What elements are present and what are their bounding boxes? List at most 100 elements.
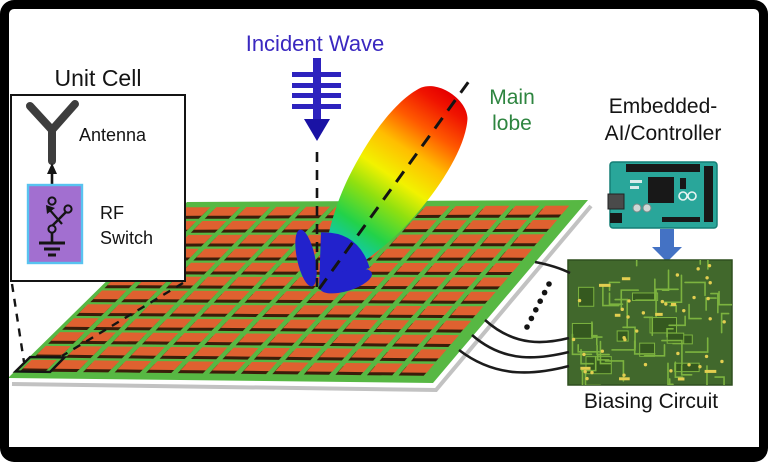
pcb-trace: [577, 343, 600, 353]
patch: [199, 276, 233, 286]
patch: [396, 263, 429, 272]
patch: [369, 363, 403, 373]
patch: [358, 305, 391, 315]
arrow-head: [652, 247, 682, 262]
pcb-trace: [706, 365, 708, 385]
pcb-pad: [583, 369, 587, 374]
patch: [470, 248, 503, 258]
arduino-logo-ring-2: [687, 191, 697, 201]
bias-wires: [458, 260, 571, 374]
arduino-header-right: [704, 166, 713, 222]
patch: [51, 332, 85, 341]
ellipsis-dot: [533, 307, 539, 313]
arduino-chip: [648, 177, 674, 203]
rf-switch-label-line2: Switch: [100, 228, 153, 248]
pcb-pad: [582, 352, 586, 357]
pcb-pad: [706, 296, 710, 301]
pcb-pad: [720, 359, 724, 364]
main-lobe-label-line2: lobe: [492, 112, 532, 135]
patch: [110, 304, 144, 314]
pcb-trace: [611, 340, 636, 351]
pcb-pad: [622, 335, 626, 340]
pcb-trace: [608, 281, 621, 292]
patch: [422, 234, 455, 244]
patch: [65, 318, 99, 327]
patch: [223, 220, 257, 230]
ellipsis-dot: [546, 281, 552, 287]
patch: [306, 362, 340, 372]
side-lobe-right: [320, 268, 372, 294]
bias-wire-4: [458, 348, 570, 374]
pcb-trace: [688, 303, 702, 320]
pcb-trace: [581, 368, 584, 385]
patch: [378, 248, 412, 258]
patch: [537, 205, 570, 215]
patch: [144, 332, 179, 342]
pcb-pad: [626, 315, 630, 319]
patch: [382, 349, 416, 359]
patch: [260, 277, 294, 286]
controller-section: Embedded- AI/Controller: [605, 95, 721, 262]
antenna-arm-right: [48, 100, 79, 134]
patch: [238, 333, 272, 343]
patch: [213, 262, 246, 272]
antenna-arm-left: [26, 102, 56, 134]
patch: [438, 320, 472, 330]
patch: [475, 277, 508, 287]
biasing-circuit-label: Biasing Circuit: [584, 390, 718, 413]
pcb-trace: [584, 372, 602, 385]
patch: [127, 318, 161, 328]
patch: [193, 221, 227, 230]
arduino-usb-port: [607, 193, 625, 210]
patch: [182, 262, 216, 272]
patch: [270, 234, 304, 244]
patch: [257, 248, 290, 258]
pcb-trace: [643, 344, 666, 357]
main-lobe-label-line1: Main: [489, 86, 535, 109]
patch: [309, 291, 342, 301]
pcb-trace: [602, 284, 620, 307]
patch: [404, 220, 437, 230]
patch: [216, 290, 250, 300]
ellipsis-dot: [537, 298, 543, 305]
patch: [194, 347, 228, 357]
pcb-pad: [577, 298, 582, 303]
arduino-silkscreen-1: [630, 180, 642, 183]
patch: [54, 360, 89, 369]
pcb-pin-row: [621, 277, 631, 281]
patch: [363, 334, 397, 344]
pcb-pin-row: [677, 377, 685, 381]
ellipsis-dot: [528, 315, 535, 322]
pcb-pad: [664, 302, 668, 306]
patch: [401, 363, 435, 373]
patch: [434, 220, 467, 230]
patch: [365, 263, 399, 272]
patch: [267, 206, 301, 216]
pcb-pad: [687, 363, 691, 367]
switch-toggle-arrow-head: [46, 205, 55, 214]
arduino-logo-ring-1: [678, 191, 688, 201]
pcb-trace: [643, 316, 654, 337]
patch: [327, 305, 360, 315]
pcb-trace: [674, 361, 684, 379]
pcb-pad: [708, 317, 712, 321]
patch: [401, 291, 435, 301]
pcb-pad: [696, 267, 700, 271]
pcb-trace: [599, 340, 612, 365]
patch: [162, 347, 197, 356]
patch: [117, 360, 152, 370]
pcb-trace-art: [571, 260, 732, 385]
pcb-pad: [627, 299, 631, 303]
patch: [301, 333, 335, 343]
unit-cell-highlight-outline: [12, 355, 68, 374]
patch: [113, 332, 148, 342]
bias-wire-2: [484, 319, 570, 344]
pcb-pad: [669, 369, 673, 373]
patch: [477, 205, 510, 215]
pcb-pin-row: [670, 302, 677, 306]
patch: [319, 348, 353, 358]
pcb-trace: [596, 353, 610, 361]
patch: [427, 263, 460, 272]
pcb-pad: [590, 370, 594, 375]
switch-terminal-bottom: [47, 224, 57, 234]
